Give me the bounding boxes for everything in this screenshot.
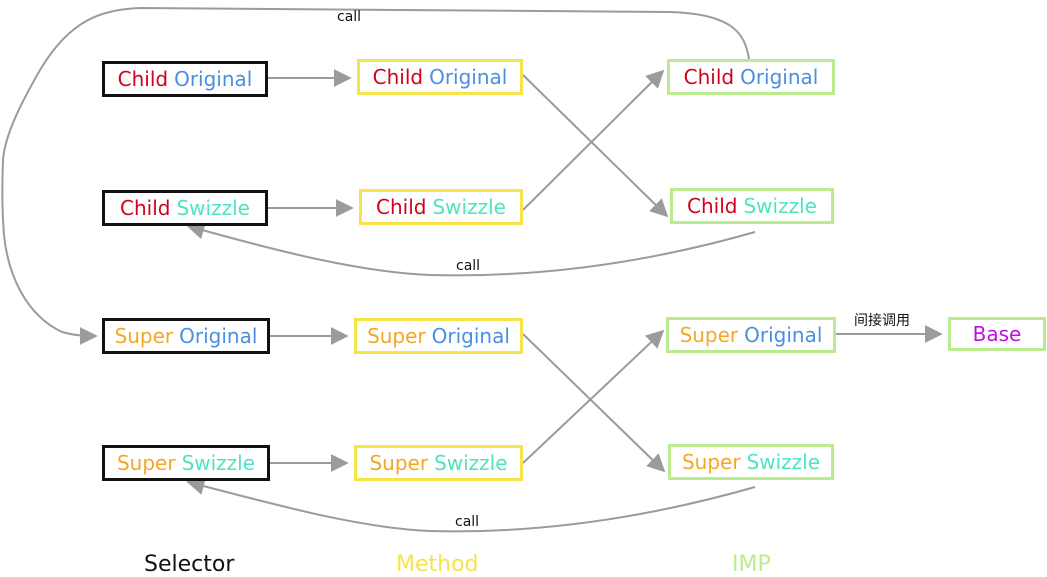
method-child-swizzle: Child Swizzle (359, 189, 523, 225)
method-child-swizzle-kind: Swizzle (432, 195, 506, 219)
imp-child-original-kind: Original (740, 65, 819, 89)
edge-imp-super-swizzle-call-back (186, 477, 756, 533)
selector-child-original-class: Child (117, 67, 169, 91)
base-label: Base (972, 322, 1022, 346)
selector-child-original: Child Original (102, 61, 268, 97)
base-node: Base (948, 317, 1046, 351)
method-super-original-class: Super (367, 324, 426, 348)
indirect-call-label: 间接调用 (854, 313, 910, 329)
selector-child-swizzle-kind: Swizzle (176, 196, 250, 220)
selector-child-swizzle: Child Swizzle (102, 190, 268, 226)
selector-child-original-kind: Original (174, 67, 253, 91)
imp-super-original-kind: Original (744, 323, 823, 347)
column-label-method: Method (396, 552, 479, 577)
selector-super-swizzle-class: Super (116, 451, 176, 475)
method-child-original-class: Child (372, 65, 424, 89)
imp-super-swizzle-kind: Swizzle (746, 450, 821, 474)
imp-child-swizzle: Child Swizzle (670, 188, 834, 224)
edge-meth-child-swizzle-to-imp-child-original (522, 69, 665, 211)
selector-super-original: Super Original (102, 318, 270, 354)
edge-meth-child-original-to-imp-child-swizzle (522, 74, 669, 218)
method-child-original-kind: Original (429, 65, 508, 89)
method-super-original-kind: Original (431, 324, 510, 348)
selector-child-swizzle-class: Child (120, 196, 171, 220)
edge-meth-super-original-to-imp-super-swizzle (522, 333, 666, 473)
column-label-imp: IMP (732, 552, 771, 577)
imp-child-swizzle-class: Child (687, 194, 738, 218)
super-call-label: call (455, 514, 480, 530)
selector-super-original-class: Super (114, 324, 174, 348)
method-child-swizzle-class: Child (376, 195, 427, 219)
selector-super-original-kind: Original (179, 324, 258, 348)
imp-child-original: Child Original (667, 59, 835, 95)
edge-imp-child-original-call-to-super-original (1, 6, 750, 345)
method-super-swizzle-class: Super (369, 451, 429, 475)
imp-super-original: Super Original (666, 317, 836, 353)
selector-super-swizzle: Super Swizzle (102, 445, 270, 481)
imp-super-swizzle-class: Super (681, 450, 741, 474)
imp-super-original-class: Super (679, 323, 739, 347)
selector-super-swizzle-kind: Swizzle (181, 451, 256, 475)
child-call-label: call (456, 258, 481, 274)
top-call-label: call (337, 9, 362, 25)
method-super-swizzle-kind: Swizzle (434, 451, 508, 475)
method-super-swizzle: Super Swizzle (354, 445, 523, 481)
imp-child-swizzle-kind: Swizzle (743, 194, 817, 218)
method-child-original: Child Original (357, 59, 523, 95)
imp-child-original-class: Child (683, 65, 735, 89)
edge-meth-super-swizzle-to-imp-super-original (522, 329, 665, 464)
imp-super-swizzle: Super Swizzle (668, 444, 834, 480)
edge-imp-child-swizzle-call-back (186, 221, 756, 277)
method-super-original: Super Original (354, 318, 523, 354)
column-label-selector: Selector (144, 552, 235, 577)
